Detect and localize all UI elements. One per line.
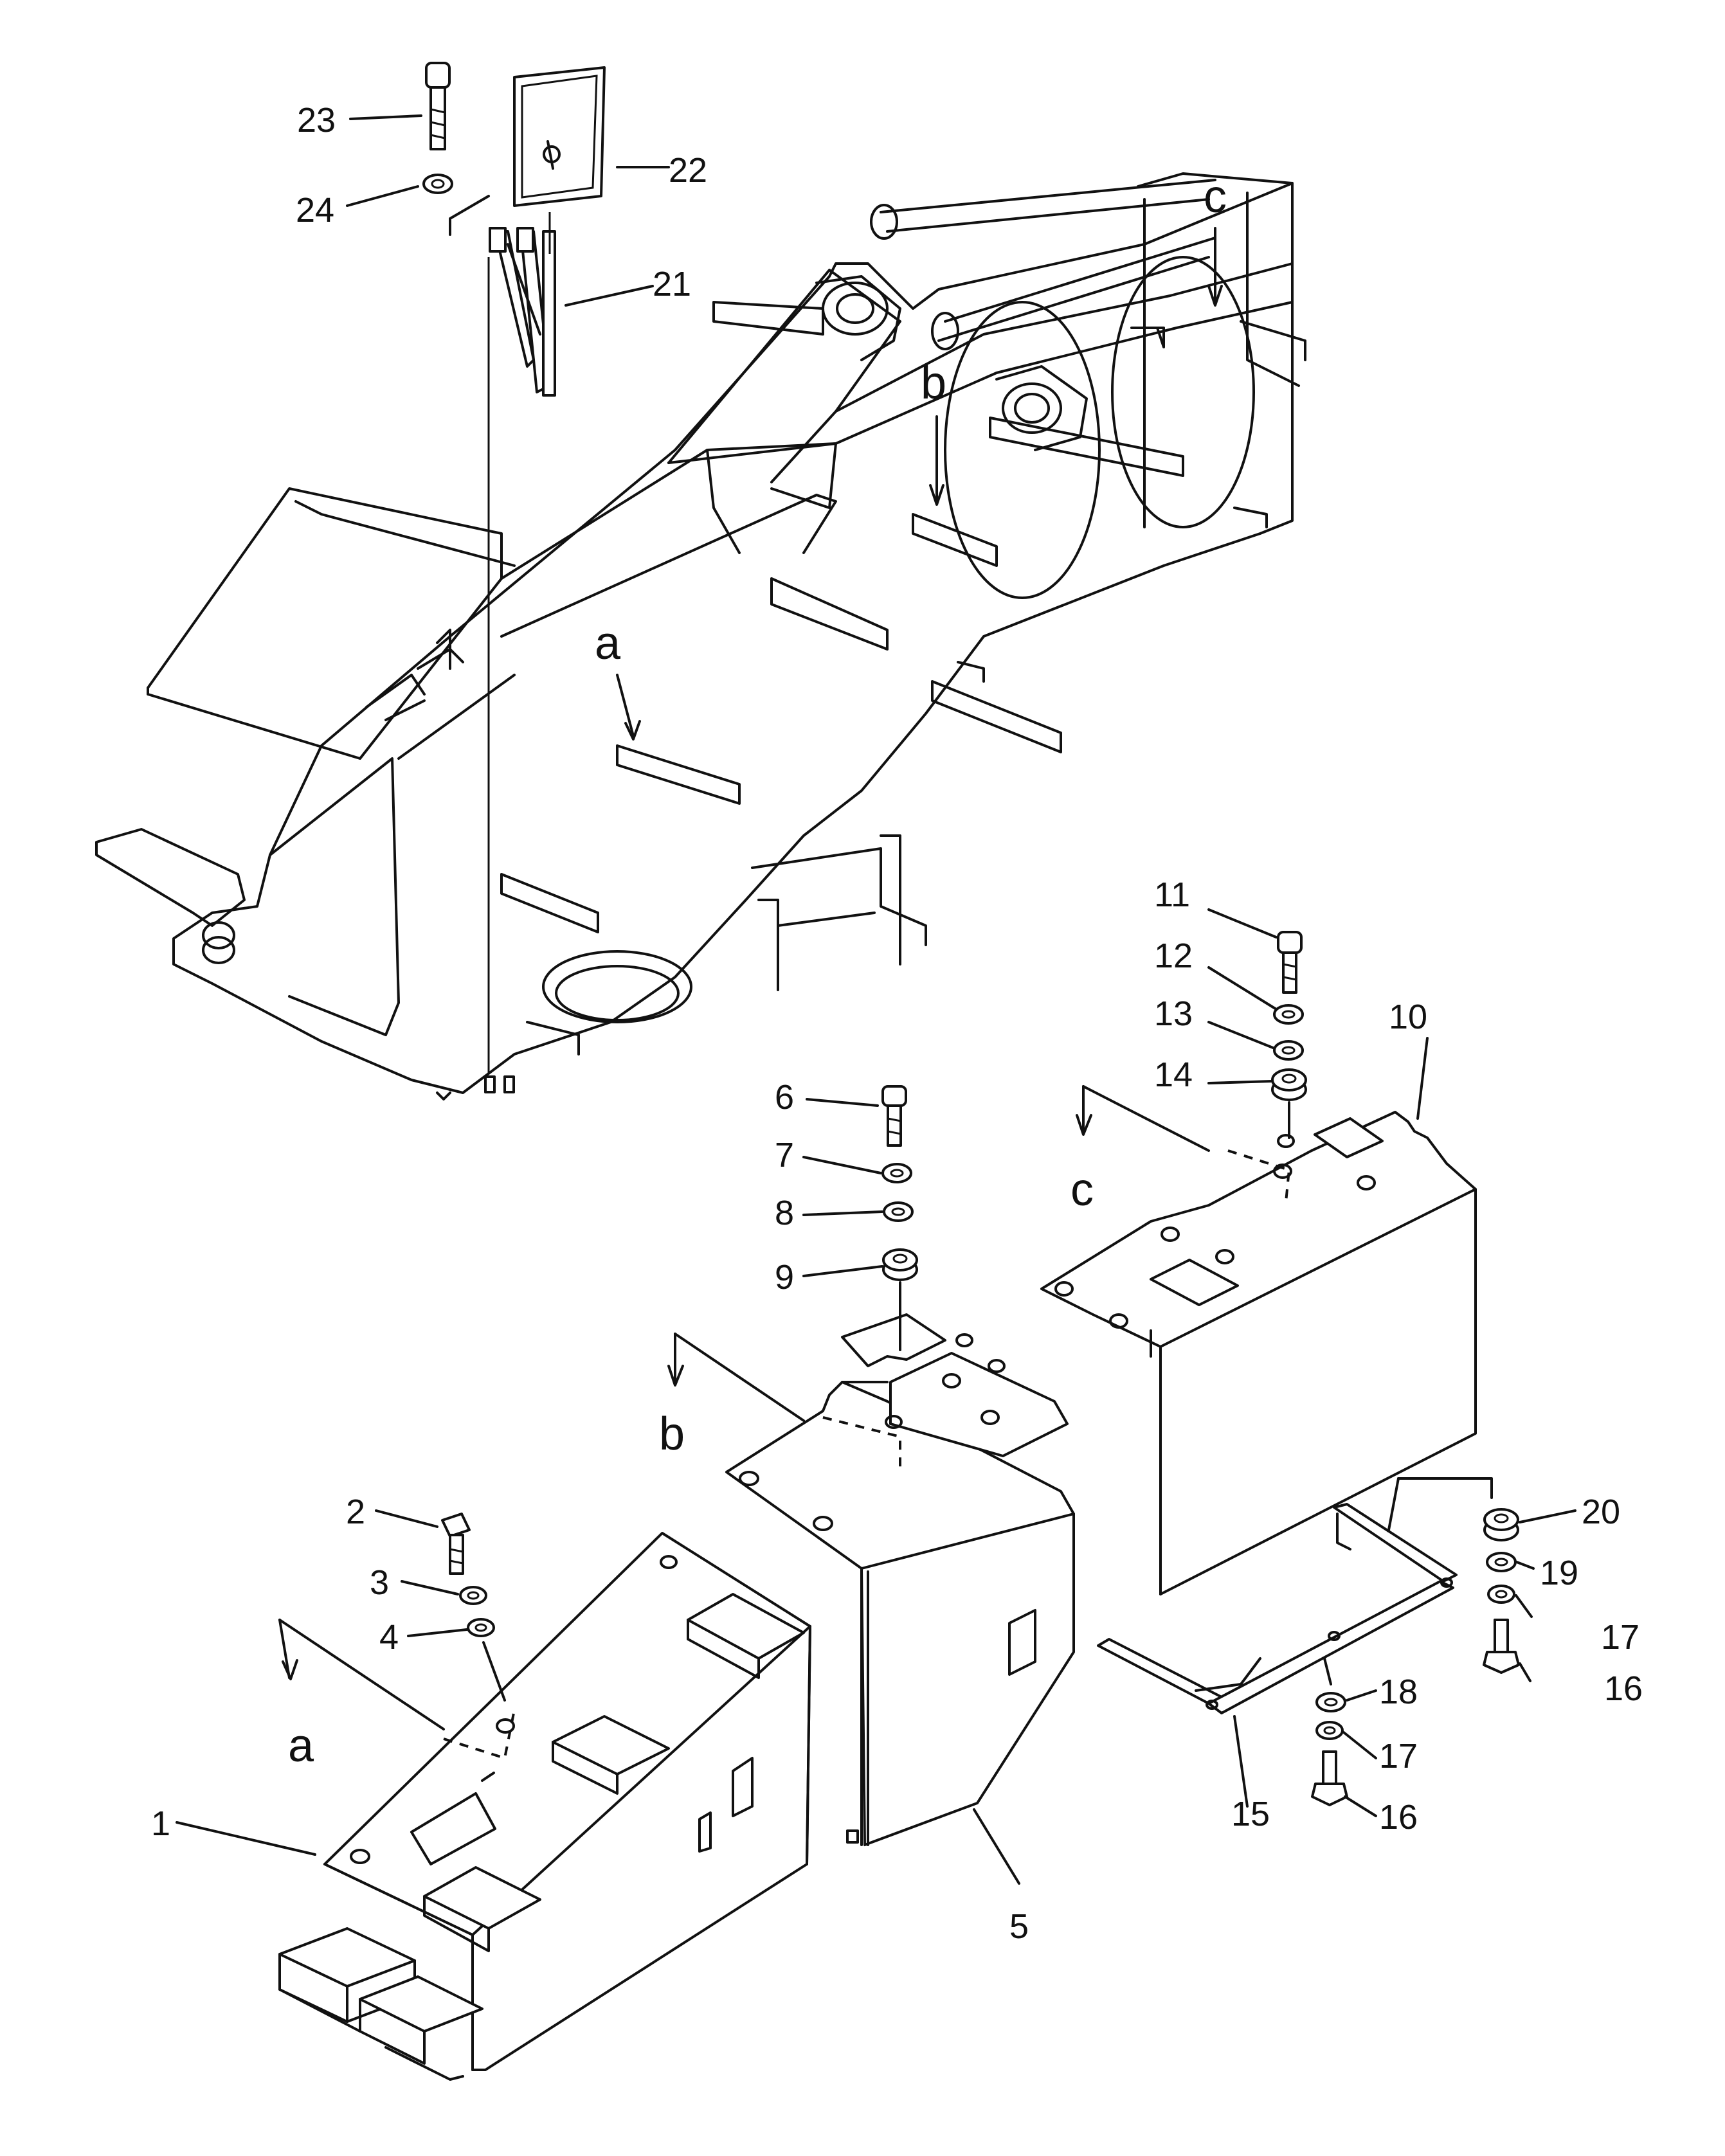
label-20: 20: [1582, 1493, 1620, 1531]
label-11: 11: [1154, 876, 1190, 914]
frame-section-marks: a b c: [595, 171, 1227, 741]
label-12: 12: [1154, 937, 1193, 975]
bolt-6: [881, 1085, 907, 1147]
label-7: 7: [775, 1136, 794, 1174]
label-16-lower: 16: [1379, 1798, 1418, 1837]
label-19: 19: [1540, 1554, 1578, 1592]
tank-cover-10: [1040, 1111, 1477, 1595]
main-frame: [95, 172, 1306, 1100]
mirror-22: [513, 66, 606, 207]
label-2: 2: [346, 1493, 365, 1531]
washer-24: [422, 174, 453, 194]
label-15: 15: [1231, 1795, 1270, 1833]
section-a-bottom: a: [288, 1720, 314, 1772]
label-3: 3: [370, 1563, 389, 1602]
washer-7: [881, 1163, 912, 1183]
battery-box-1: [278, 1532, 811, 2081]
section-b-bottom: b: [659, 1408, 685, 1460]
washer-17-upper: [1487, 1585, 1515, 1604]
bolt-16-upper: [1483, 1619, 1520, 1674]
washer-17-lower: [1315, 1721, 1344, 1740]
washer-19: [1486, 1552, 1517, 1572]
bolt-11: [1277, 931, 1303, 994]
leader-lines: [176, 114, 1576, 1885]
washer-18: [1315, 1692, 1346, 1712]
label-17-upper: 17: [1601, 1618, 1639, 1657]
bolt-23: [425, 62, 451, 150]
bolt-16-lower: [1311, 1750, 1348, 1806]
label-6: 6: [775, 1078, 794, 1117]
label-13: 13: [1154, 994, 1193, 1033]
section-c-bottom: c: [1070, 1164, 1094, 1216]
label-21: 21: [653, 265, 691, 303]
label-24: 24: [296, 191, 334, 229]
washer-13: [1273, 1040, 1304, 1061]
cushion-9: [882, 1248, 918, 1281]
label-23: 23: [297, 101, 336, 139]
cushion-14: [1271, 1068, 1307, 1101]
label-8: 8: [775, 1194, 794, 1232]
washer-8: [883, 1201, 914, 1222]
label-9: 9: [775, 1258, 794, 1297]
label-1: 1: [151, 1804, 170, 1843]
tank-cover-5: [725, 1313, 1075, 1846]
mirror-assembly: [422, 62, 606, 1074]
section-c-top: c: [1204, 171, 1227, 222]
bracket-15: [1097, 1503, 1458, 1714]
label-16-upper: 16: [1604, 1669, 1643, 1708]
label-14: 14: [1154, 1056, 1193, 1094]
washer-4: [467, 1618, 495, 1637]
label-18: 18: [1379, 1673, 1418, 1711]
washer-3: [459, 1586, 487, 1605]
washer-12: [1273, 1004, 1304, 1025]
section-b-top: b: [921, 357, 946, 409]
cushion-20: [1483, 1508, 1519, 1541]
label-4: 4: [379, 1618, 399, 1657]
mirror-stay-21: [489, 227, 556, 397]
label-22: 22: [669, 151, 707, 190]
label-17-lower: 17: [1379, 1737, 1418, 1775]
label-5: 5: [1009, 1907, 1029, 1946]
section-a-top: a: [595, 618, 621, 669]
label-10: 10: [1389, 998, 1427, 1036]
bolt-2: [441, 1513, 471, 1575]
part-number-labels: 23 24 22 21 11 12 13 14 10 6 7 8 9 2 3 4…: [151, 101, 1643, 1946]
